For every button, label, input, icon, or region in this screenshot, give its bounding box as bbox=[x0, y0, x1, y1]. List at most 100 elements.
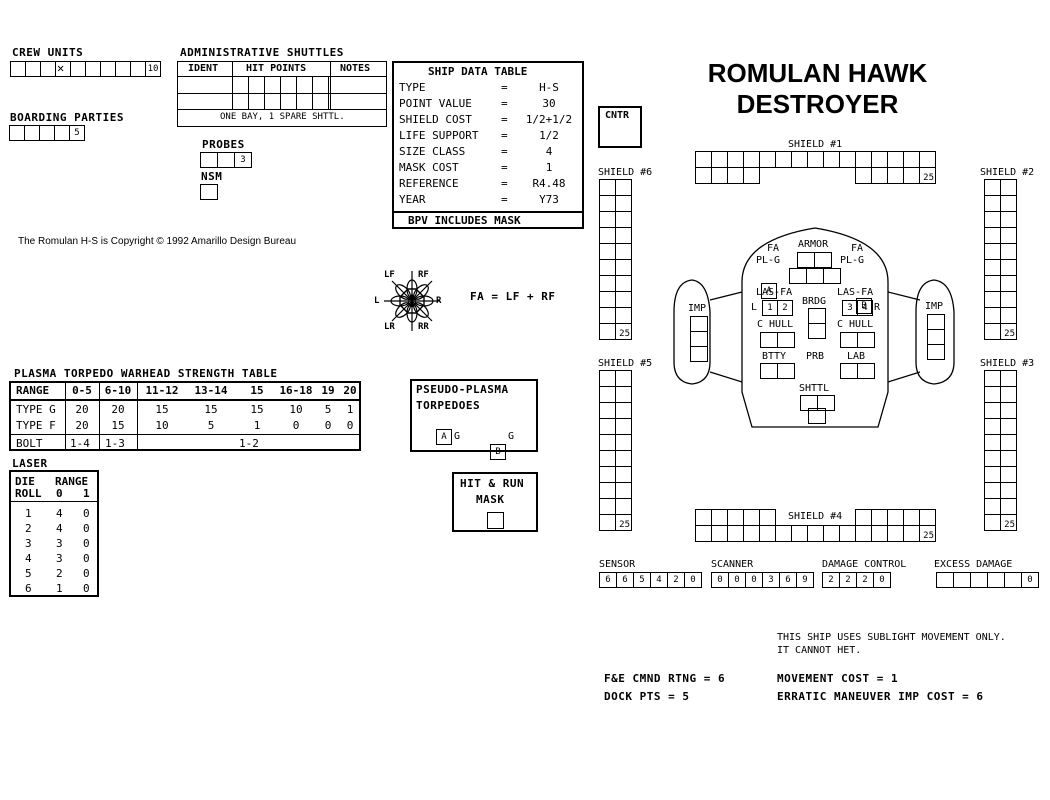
shield-box[interactable] bbox=[1000, 275, 1017, 292]
shield-box[interactable] bbox=[984, 402, 1001, 419]
shield-box[interactable] bbox=[727, 167, 744, 184]
shield-box[interactable] bbox=[599, 434, 616, 451]
crew-box-marked[interactable] bbox=[55, 61, 71, 77]
impulse-box[interactable] bbox=[690, 331, 708, 347]
scanner-box[interactable]: 0 bbox=[745, 572, 763, 588]
crew-box[interactable] bbox=[40, 61, 56, 77]
ppt-b-box[interactable]: B bbox=[490, 444, 506, 460]
plasma-b-box[interactable]: B bbox=[856, 298, 872, 314]
shield-box[interactable] bbox=[599, 227, 616, 244]
bridge-box[interactable] bbox=[808, 308, 826, 324]
sensor-box[interactable]: 2 bbox=[667, 572, 685, 588]
laser-3-box[interactable]: 3 bbox=[842, 300, 858, 316]
shield-box[interactable] bbox=[984, 291, 1001, 308]
shield-box[interactable] bbox=[695, 509, 712, 526]
shield-box[interactable] bbox=[1000, 243, 1017, 260]
bp-box[interactable] bbox=[9, 125, 25, 141]
c-hull-box[interactable] bbox=[857, 332, 875, 348]
shield-box[interactable] bbox=[711, 167, 728, 184]
hp-box[interactable] bbox=[280, 93, 297, 110]
shield-box[interactable] bbox=[903, 509, 920, 526]
shield-box[interactable]: 25 bbox=[1000, 514, 1017, 531]
shield-box[interactable] bbox=[984, 386, 1001, 403]
shield-box[interactable] bbox=[1000, 211, 1017, 228]
armor-box[interactable] bbox=[814, 252, 832, 268]
shield-box[interactable] bbox=[599, 259, 616, 276]
shield-box[interactable] bbox=[615, 482, 632, 499]
shield-box[interactable] bbox=[855, 167, 872, 184]
shield-box[interactable] bbox=[903, 151, 920, 168]
shield-box[interactable] bbox=[807, 151, 824, 168]
shield-box[interactable] bbox=[615, 466, 632, 483]
shield-box[interactable] bbox=[1000, 466, 1017, 483]
shield-box[interactable] bbox=[615, 386, 632, 403]
shield-box[interactable] bbox=[984, 434, 1001, 451]
shield-box[interactable] bbox=[743, 151, 760, 168]
shield-box[interactable] bbox=[743, 167, 760, 184]
shield-box[interactable] bbox=[759, 151, 776, 168]
shield-box[interactable] bbox=[919, 509, 936, 526]
bp-box[interactable] bbox=[24, 125, 40, 141]
shield-box[interactable] bbox=[615, 402, 632, 419]
scanner-box[interactable]: 6 bbox=[779, 572, 797, 588]
shield-box[interactable] bbox=[984, 466, 1001, 483]
shield-box[interactable] bbox=[775, 151, 792, 168]
hp-box[interactable] bbox=[248, 76, 265, 94]
shield-box[interactable] bbox=[599, 418, 616, 435]
crew-box[interactable] bbox=[100, 61, 116, 77]
scanner-box[interactable]: 0 bbox=[711, 572, 729, 588]
shield-box[interactable] bbox=[903, 525, 920, 542]
scanner-box[interactable]: 3 bbox=[762, 572, 780, 588]
bridge-box[interactable] bbox=[808, 323, 826, 339]
shield-box[interactable] bbox=[599, 307, 616, 324]
shield-box[interactable]: 25 bbox=[919, 167, 936, 184]
shield-box[interactable] bbox=[727, 509, 744, 526]
shield-box[interactable] bbox=[984, 370, 1001, 387]
c-hull-box[interactable] bbox=[777, 332, 795, 348]
shield-box[interactable] bbox=[599, 323, 616, 340]
crew-box[interactable]: 10 bbox=[145, 61, 161, 77]
shield-box[interactable] bbox=[855, 509, 872, 526]
shield-box[interactable] bbox=[615, 179, 632, 196]
shield-box[interactable] bbox=[984, 498, 1001, 515]
shield-box[interactable] bbox=[599, 275, 616, 292]
shield-box[interactable] bbox=[711, 525, 728, 542]
shield-box[interactable] bbox=[984, 450, 1001, 467]
shield-box[interactable]: 25 bbox=[615, 514, 632, 531]
shield-box[interactable] bbox=[984, 323, 1001, 340]
shield-box[interactable] bbox=[711, 151, 728, 168]
shield-box[interactable] bbox=[599, 402, 616, 419]
sensor-box[interactable]: 4 bbox=[650, 572, 668, 588]
shield-box[interactable] bbox=[1000, 482, 1017, 499]
shield-box[interactable] bbox=[855, 525, 872, 542]
shield-box[interactable] bbox=[599, 195, 616, 212]
shield-box[interactable] bbox=[839, 151, 856, 168]
shield-box[interactable] bbox=[599, 179, 616, 196]
shield-box[interactable] bbox=[1000, 434, 1017, 451]
shield-box[interactable] bbox=[1000, 195, 1017, 212]
lab-box[interactable] bbox=[840, 363, 858, 379]
shield-box[interactable] bbox=[615, 307, 632, 324]
shield-box[interactable] bbox=[711, 509, 728, 526]
hp-box[interactable] bbox=[296, 93, 313, 110]
shield-box[interactable] bbox=[599, 370, 616, 387]
shield-box[interactable] bbox=[759, 525, 776, 542]
laser-1-box[interactable]: 1 bbox=[762, 300, 778, 316]
shield-box[interactable] bbox=[615, 434, 632, 451]
excess_damage-box[interactable] bbox=[953, 572, 971, 588]
c-hull-box[interactable] bbox=[760, 332, 778, 348]
hp-box[interactable] bbox=[264, 76, 281, 94]
shield-box[interactable] bbox=[984, 259, 1001, 276]
shield-box[interactable] bbox=[615, 227, 632, 244]
hp-box[interactable] bbox=[312, 93, 329, 110]
shield-box[interactable] bbox=[743, 525, 760, 542]
shield-box[interactable] bbox=[727, 151, 744, 168]
armor-box[interactable] bbox=[806, 268, 824, 284]
shield-box[interactable] bbox=[871, 509, 888, 526]
shield-box[interactable] bbox=[599, 514, 616, 531]
impulse-box[interactable] bbox=[927, 344, 945, 360]
nsm-box[interactable] bbox=[200, 184, 218, 200]
shield-box[interactable]: 25 bbox=[1000, 323, 1017, 340]
scanner-box[interactable]: 9 bbox=[796, 572, 814, 588]
shield-box[interactable] bbox=[599, 466, 616, 483]
